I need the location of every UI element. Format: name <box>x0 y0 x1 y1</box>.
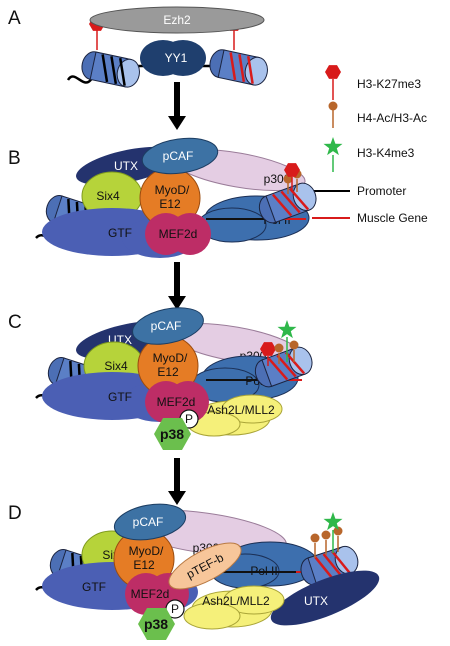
legend-k4-label: H3-K4me3 <box>357 146 415 160</box>
myod-label-line2: E12 <box>133 558 155 572</box>
ezh2-label: Ezh2 <box>163 13 191 27</box>
utx-label: UTX <box>114 159 138 173</box>
acetylation-mark <box>310 533 320 543</box>
gtf-label: GTF <box>108 226 132 240</box>
pcaf <box>141 137 219 175</box>
pcaf-label: pCAF <box>151 319 182 333</box>
ptefb <box>168 542 242 590</box>
panel-d-letter: D <box>8 503 22 524</box>
yy1-label: YY1 <box>165 51 188 65</box>
ash2l-label: Ash2L/MLL2 <box>207 403 275 417</box>
phospho-label: P <box>185 412 193 426</box>
myod-label-line1: MyoD/ <box>153 351 188 365</box>
legend: H3-K27me3 H4-Ac/H3-Ac H3-K4me3 Promoter … <box>312 65 428 225</box>
myod-label-line1: MyoD/ <box>155 183 190 197</box>
myod-label-line1: MyoD/ <box>129 544 164 558</box>
acetylation-mark <box>321 530 331 540</box>
h3k4me3-mark <box>277 320 297 339</box>
legend-ac-label: H4-Ac/H3-Ac <box>357 111 427 125</box>
utx-label: UTX <box>304 594 328 608</box>
acetylation-mark <box>333 526 343 536</box>
gtf-label: GTF <box>82 580 106 594</box>
arrow-c-d <box>168 458 186 505</box>
panel-c: C p300 UTX Six4 Pol II GTF A <box>8 307 317 450</box>
p38-label: p38 <box>160 426 184 442</box>
six4-label: Six4 <box>96 189 120 203</box>
acetylation-mark <box>274 343 284 353</box>
nucleosome-promoter <box>78 49 143 90</box>
pcaf <box>113 503 187 541</box>
gtf-label: GTF <box>108 390 132 404</box>
panel-b-letter: B <box>8 148 21 169</box>
ezh2 <box>89 6 265 34</box>
p38 <box>154 418 191 450</box>
legend-promoter-label: Promoter <box>357 184 406 198</box>
dna-tail <box>66 75 94 84</box>
acetylation-mark <box>289 340 299 350</box>
mef2d-label: MEF2d <box>157 395 196 409</box>
six4-label: Six4 <box>104 359 128 373</box>
panel-a-letter: A <box>8 8 21 29</box>
p38-label: p38 <box>144 616 168 632</box>
green-star-icon <box>323 137 343 156</box>
legend-k27-label: H3-K27me3 <box>357 77 421 91</box>
red-hexagon-icon <box>325 65 341 79</box>
panel-a: A Ezh2 YY1 <box>8 6 271 90</box>
utx <box>270 570 380 626</box>
pcaf-label: pCAF <box>163 149 194 163</box>
mef2d-label: MEF2d <box>131 587 170 601</box>
panel-b: B p300 UTX Six4 Pol II GTF MyoD/ E12 <box>8 137 321 258</box>
p38 <box>138 608 175 640</box>
brown-lollipop-icon <box>328 101 338 111</box>
nucleosome-muscle-gene <box>206 47 271 88</box>
arrow-a-b <box>168 82 186 130</box>
ash2l-label: Ash2L/MLL2 <box>202 594 270 608</box>
pcaf <box>132 307 204 345</box>
mef2d-label: MEF2d <box>159 227 198 241</box>
legend-muscle-gene-label: Muscle Gene <box>357 211 428 225</box>
panel-d: D p300 Six4 Pol II UTX GTF A <box>8 503 380 640</box>
panel-c-letter: C <box>8 312 22 333</box>
myod-label-line2: E12 <box>159 197 181 211</box>
myod-label-line2: E12 <box>157 365 179 379</box>
p300-label: p300 <box>264 172 291 186</box>
arrow-b-c <box>168 262 186 310</box>
phospho-label: P <box>171 602 179 616</box>
pcaf-label: pCAF <box>133 515 164 529</box>
